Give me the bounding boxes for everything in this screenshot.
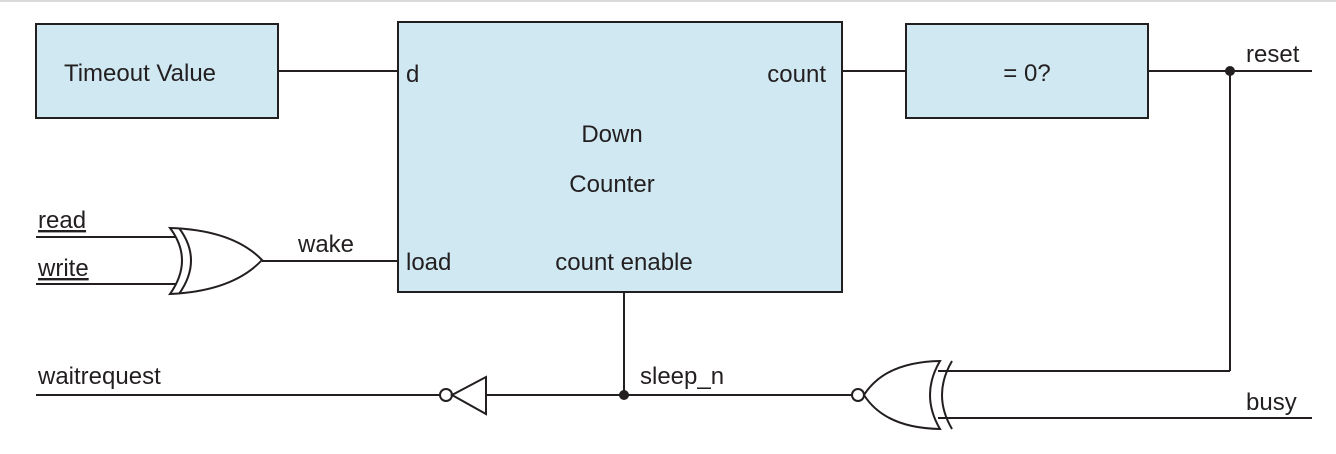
down-counter-block: d count Down Counter load count enable [397,21,843,293]
inverter-triangle [449,375,487,416]
or-gate-wake-back-curve [178,227,192,295]
compare-zero-label: = 0? [1003,60,1050,87]
nor-gate-sleep [862,359,942,431]
wake-signal-label: wake [297,231,354,258]
timeout-value-label: Timeout Value [64,60,216,87]
timeout-value-block: Timeout Value [35,23,279,119]
sleep-n-signal-label: sleep_n [640,363,724,390]
port-d-label: d [406,61,419,88]
port-count-label: count [767,61,826,88]
nor-gate-bubble [851,388,865,402]
down-counter-title-line1: Down [581,121,642,148]
reset-signal-label: reset [1246,41,1300,68]
write-signal-label: write [37,255,89,282]
or-gate-wake [167,226,264,296]
busy-signal-label: busy [1246,389,1297,416]
port-load-label: load [406,249,451,276]
nor-gate-back-curve [941,360,953,430]
compare-zero-block: = 0? [905,23,1149,119]
waitrequest-signal-label: waitrequest [37,363,161,390]
down-counter-title-line2: Counter [569,171,654,198]
top-rule [0,0,1336,2]
port-count-enable-label: count enable [555,249,692,276]
read-signal-label: read [38,207,86,234]
